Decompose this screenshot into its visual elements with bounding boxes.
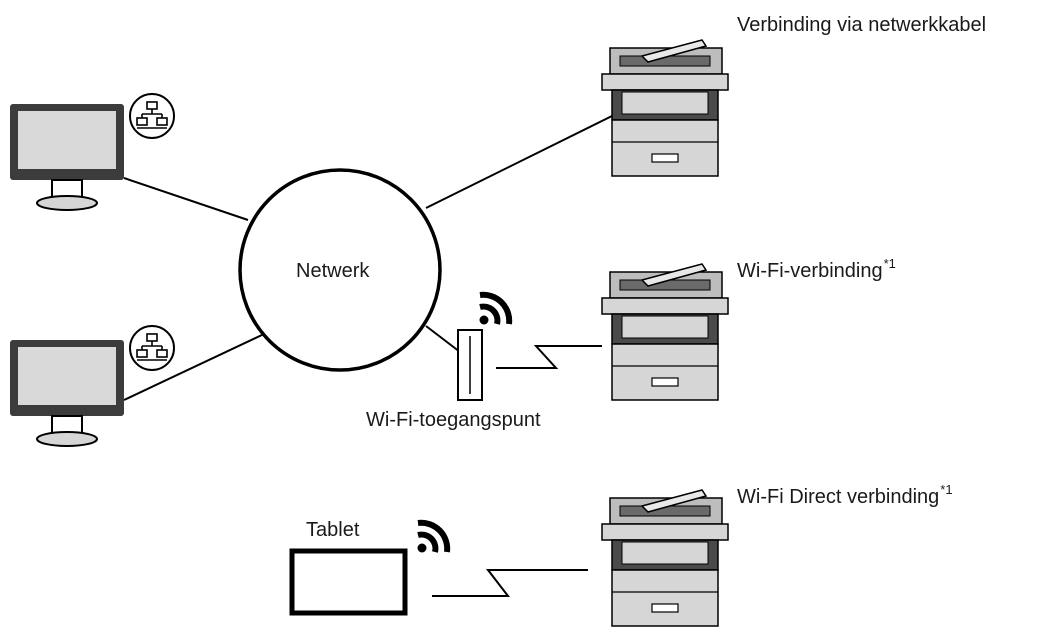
cable-line-pc1 (123, 177, 249, 221)
wifi-signal-icon (418, 523, 448, 553)
cable-line-printer1 (425, 113, 617, 209)
wifi-connection-label: Wi-Fi-verbinding*1 (737, 257, 896, 281)
printer-icon (601, 263, 729, 401)
cable-connection-label: Verbinding via netwerkkabel (737, 14, 987, 36)
wireless-link-line (496, 345, 602, 369)
wifi-direct-connection-text: Wi-Fi Direct verbinding (737, 486, 940, 508)
computer-icon (9, 339, 125, 447)
lan-network-icon (129, 93, 175, 139)
access-point-icon (457, 329, 483, 401)
lan-network-icon (129, 325, 175, 371)
access-point-label: Wi-Fi-toegangspunt (366, 409, 541, 431)
computer-icon (9, 103, 125, 211)
wifi-direct-connection-label: Wi-Fi Direct verbinding*1 (737, 483, 953, 507)
wifi-signal-icon (480, 295, 510, 325)
footnote-mark: *1 (883, 256, 896, 271)
network-label: Netwerk (296, 260, 370, 282)
tablet-label: Tablet (306, 519, 360, 541)
printer-icon (601, 489, 729, 627)
cable-line-accesspoint (425, 325, 461, 353)
footnote-mark: *1 (940, 482, 953, 497)
wifi-connection-text: Wi-Fi-verbinding (737, 260, 883, 282)
wifi-direct-link-line (432, 569, 588, 597)
printer-icon (601, 39, 729, 177)
network-cloud (238, 168, 442, 372)
tablet-icon (289, 548, 408, 616)
cable-line-pc2 (123, 333, 265, 401)
